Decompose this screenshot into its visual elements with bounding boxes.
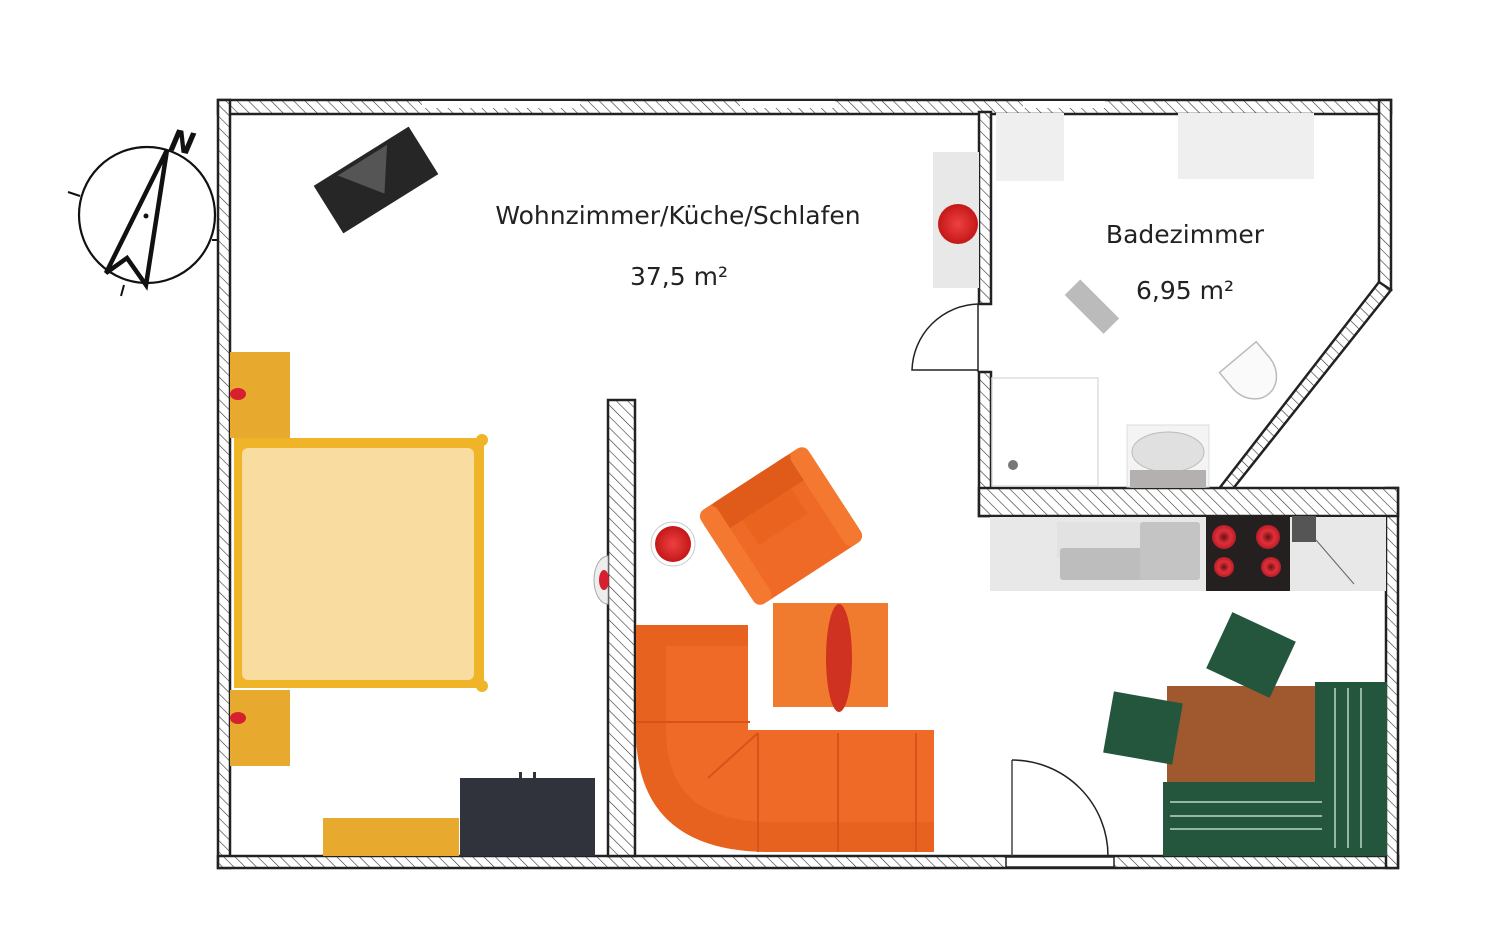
compass-icon: N xyxy=(67,123,224,297)
shower-tray xyxy=(991,377,1099,487)
tv-icon xyxy=(313,126,439,234)
bed xyxy=(234,434,488,692)
room-area-bathroom: 6,95 m² xyxy=(1136,276,1234,305)
bath-cabinet xyxy=(996,113,1064,181)
entry-shelf xyxy=(933,152,979,288)
range-hood xyxy=(1292,516,1355,585)
bath-mat xyxy=(1064,279,1120,334)
corner-bench xyxy=(1163,682,1387,856)
nightstand-bottom xyxy=(230,690,290,766)
bath-shelf xyxy=(1178,113,1314,179)
room-name-bathroom: Badezimmer xyxy=(1106,220,1265,249)
cooktop xyxy=(1206,515,1290,591)
door-entrance[interactable] xyxy=(1011,759,1109,857)
room-name-living: Wohnzimmer/Küche/Schlafen xyxy=(495,201,860,230)
room-area-living: 37,5 m² xyxy=(630,262,728,291)
kitchen-counter xyxy=(990,517,1386,591)
toilet xyxy=(1218,340,1278,400)
walls xyxy=(216,98,1400,870)
side-table-round xyxy=(650,521,696,567)
north-label: N xyxy=(166,123,198,162)
dresser xyxy=(323,818,459,856)
dining-chair-top xyxy=(1206,612,1296,698)
washbasin xyxy=(1126,424,1210,488)
coffee-table xyxy=(773,603,888,712)
dining-table xyxy=(1167,686,1317,782)
corner-sofa xyxy=(636,625,934,852)
nightstand-top xyxy=(230,352,290,438)
wall-lamp-icon xyxy=(593,555,609,605)
door-bathroom[interactable] xyxy=(911,303,979,372)
armchair xyxy=(699,447,863,605)
dining-chair-left xyxy=(1103,691,1183,765)
cabinet-dark xyxy=(460,772,595,856)
